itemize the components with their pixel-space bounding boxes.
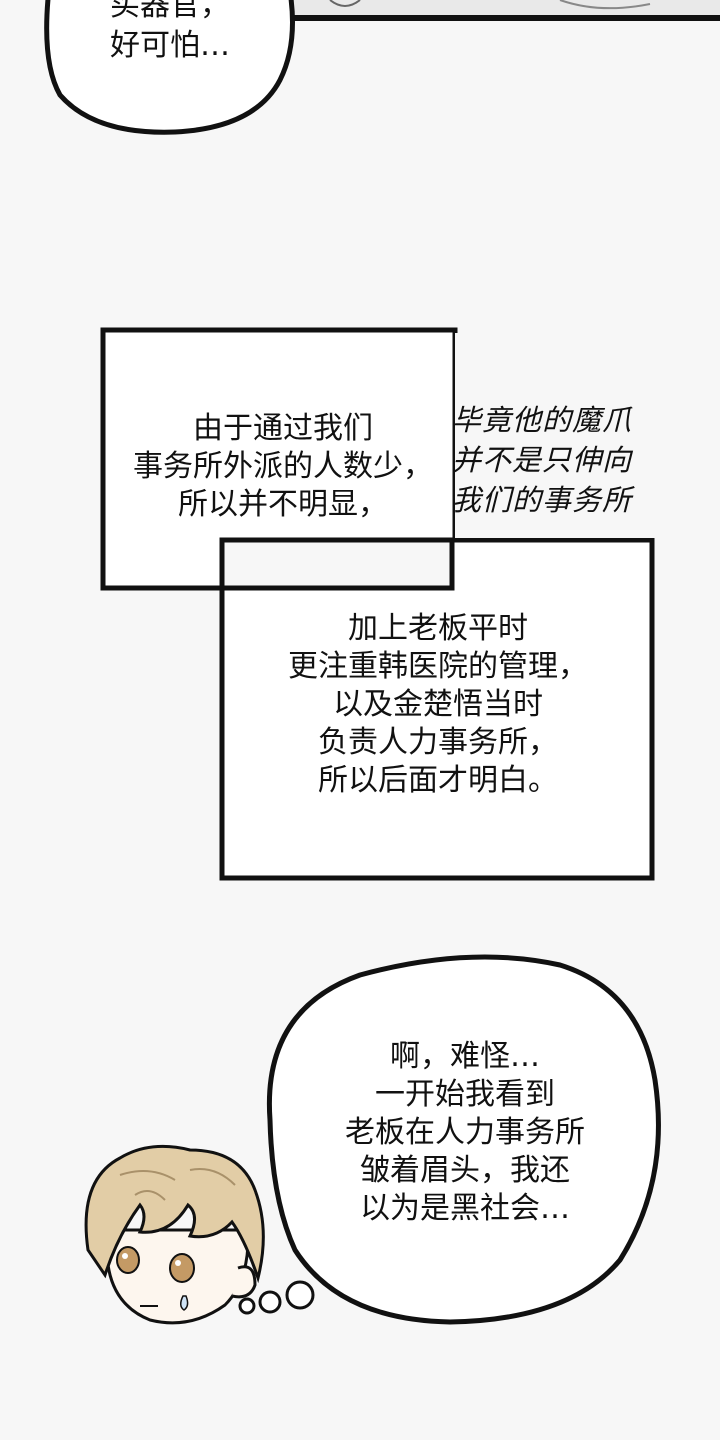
- narration-box-1: [100, 327, 458, 591]
- thought-line: 皱着眉头，我还: [360, 1153, 570, 1188]
- narration-1-text: 由于通过我们 事务所外派的人数少， 所以并不明显，: [108, 410, 458, 524]
- thought-bubble: [266, 954, 661, 1325]
- narration-2-line: 以及金楚悟当时: [333, 687, 543, 722]
- note-line: 我们的事务所: [452, 483, 633, 517]
- narration-box-2: [219, 537, 655, 881]
- thought-line: 以为是黑社会…: [360, 1191, 570, 1226]
- narration-2-line: 加上老板平时: [348, 611, 528, 646]
- narration-1-line: 所以并不明显，: [178, 487, 388, 522]
- narration-2-line: 负责人力事务所，: [318, 725, 558, 760]
- note-line: 并不是只伸向: [452, 443, 633, 477]
- thought-dot-2: [258, 1290, 282, 1314]
- thought-dot-1: [238, 1297, 256, 1315]
- thought-line: 一开始我看到: [375, 1077, 555, 1112]
- top-speech-bubble: [44, 0, 295, 135]
- note-background: [455, 333, 720, 538]
- narration-2-text: 加上老板平时 更注重韩医院的管理， 以及金楚悟当时 负责人力事务所， 所以后面才…: [228, 610, 648, 800]
- narration-1-line: 事务所外派的人数少，: [133, 449, 433, 484]
- top-panel-fragment: [290, 0, 720, 21]
- narration-2-line: 所以后面才明白。: [318, 763, 558, 798]
- narration-1-line: 由于通过我们: [193, 411, 373, 446]
- thought-line: 老板在人力事务所: [345, 1115, 585, 1150]
- chibi-character: [84, 1144, 265, 1325]
- top-bubble-line: 好可怕…: [110, 28, 230, 63]
- note-line: 毕竟他的魔爪: [452, 403, 633, 437]
- handwritten-note: 毕竟他的魔爪 并不是只伸向 我们的事务所: [452, 400, 712, 520]
- thought-line: 啊，难怪…: [390, 1039, 540, 1074]
- narration-2-line: 更注重韩医院的管理，: [288, 649, 588, 684]
- top-bubble-text: 买器官， 好可怕…: [95, 0, 245, 66]
- thought-bubble-text: 啊，难怪… 一开始我看到 老板在人力事务所 皱着眉头，我还 以为是黑社会…: [285, 1038, 645, 1228]
- thought-dot-3: [285, 1280, 315, 1310]
- top-bubble-line: 买器官，: [110, 0, 230, 23]
